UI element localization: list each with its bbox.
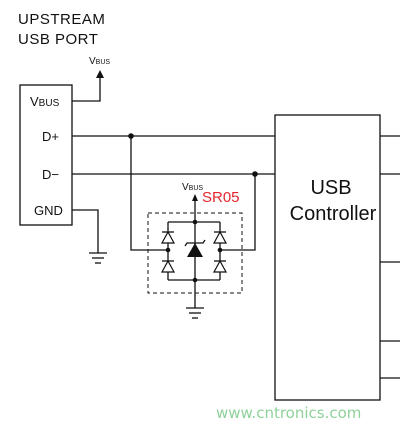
pin-dplus-label: D+ — [42, 129, 59, 144]
sr05-vbus-arrow-icon — [192, 194, 198, 201]
dplus-drop-wire — [130, 136, 168, 251]
sr05-vbus-sub: BUS — [189, 185, 204, 192]
controller-line1: USB — [310, 177, 351, 199]
watermark: www.cntronics.com — [216, 404, 361, 422]
dminus-drop-wire — [220, 174, 256, 251]
zener-diode-icon — [184, 239, 206, 257]
diode-icon — [212, 230, 228, 244]
pin-gnd-label: GND — [34, 203, 63, 218]
sr05-vbus-v: V — [182, 182, 189, 193]
title-line1: UPSTREAM — [18, 11, 105, 28]
pin-vbus-sub: BUS — [39, 98, 60, 109]
diode-icon — [160, 230, 176, 244]
vbus-top-label: VBUS — [89, 56, 110, 67]
pin-dminus-label: D− — [42, 167, 59, 182]
sr05-part-label: SR05 — [202, 189, 240, 206]
sr05-top-junction — [192, 219, 198, 225]
sr05-left-junction — [165, 247, 171, 253]
controller-line2: Controller — [290, 203, 377, 225]
diode-icon — [212, 259, 228, 273]
sr05-right-junction — [217, 247, 223, 253]
usb-port-connector — [19, 84, 73, 226]
vbus-top-sub: BUS — [96, 59, 111, 66]
usb-controller-box — [274, 114, 381, 401]
title-line2: USB PORT — [18, 31, 98, 48]
sr05-vbus-label: VBUS — [182, 182, 203, 193]
vbus-wire — [72, 73, 101, 102]
ground-symbol-left — [89, 252, 107, 264]
pin-vbus-v: V — [30, 94, 39, 109]
vbus-top-v: V — [89, 56, 96, 67]
diode-icon — [160, 259, 176, 273]
ground-symbol-center — [186, 307, 204, 319]
gnd-wire — [72, 209, 99, 253]
vbus-arrow-icon — [96, 70, 104, 78]
pin-vbus-label: VBUS — [30, 94, 60, 109]
